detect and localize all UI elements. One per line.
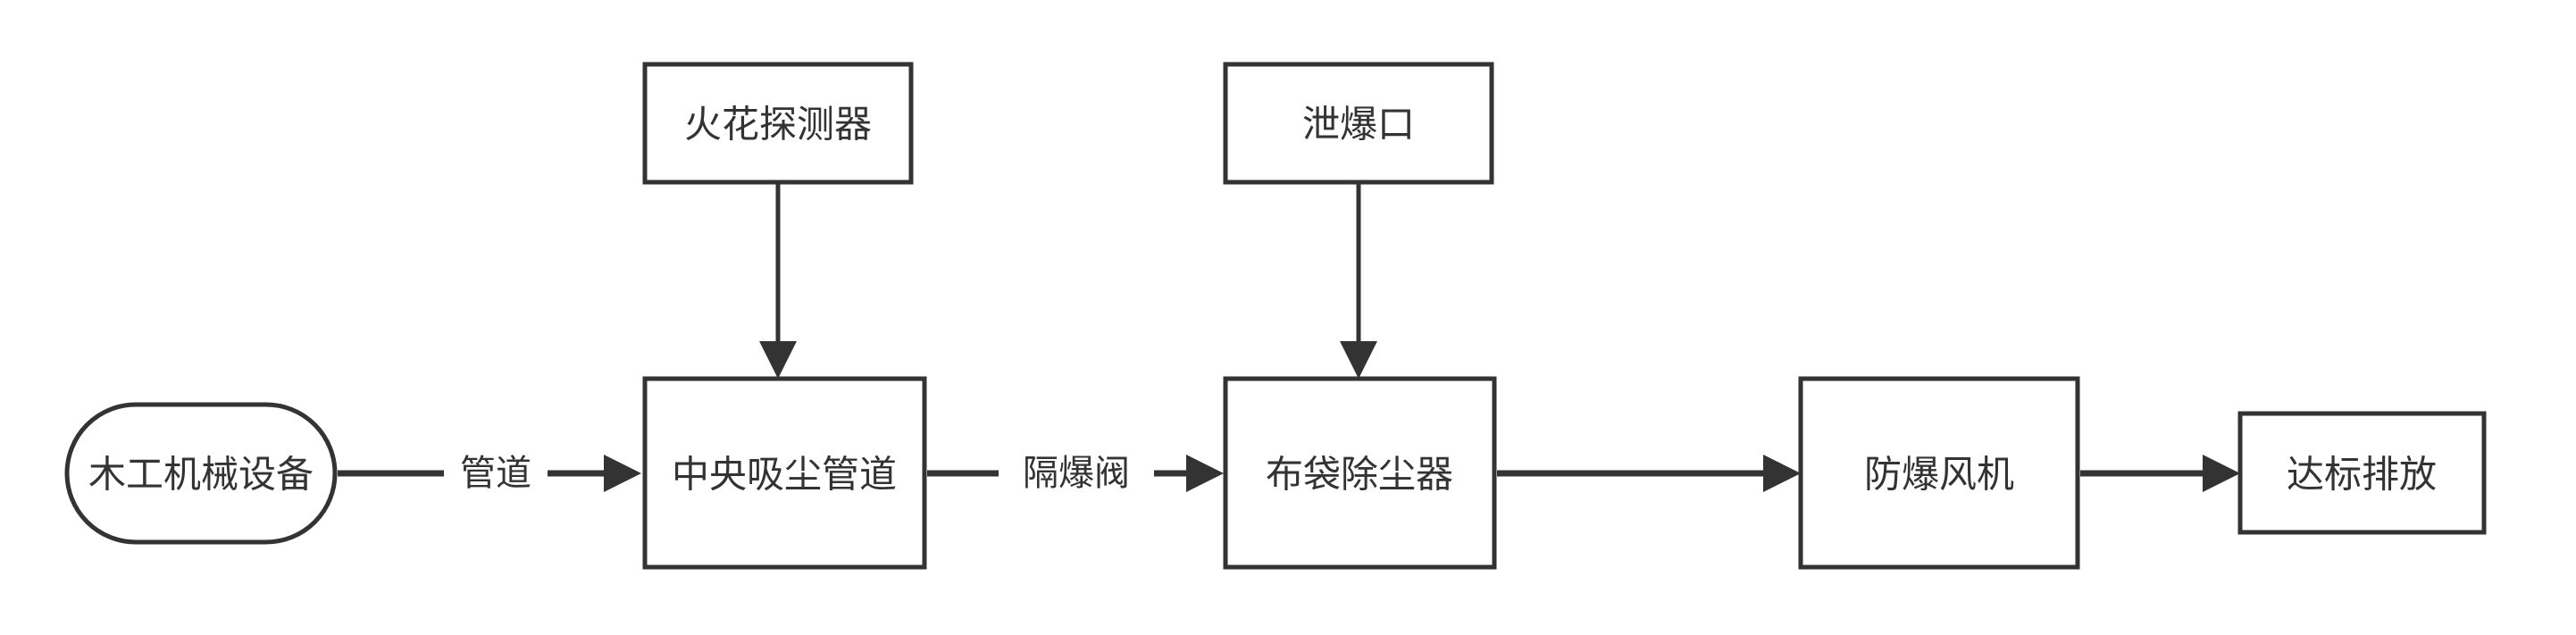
node-central-dust-duct-shape[interactable] (642, 376, 927, 570)
node-explosion-vent-shape[interactable] (1223, 62, 1494, 185)
edge-equipment-to-duct: 管道 (338, 449, 641, 497)
node-compliant-emission-shape[interactable] (2237, 411, 2487, 535)
edge-duct-to-collector-label-bg (999, 449, 1154, 497)
node-spark-detector[interactable]: 火花探测器 (642, 62, 914, 185)
node-compliant-emission[interactable]: 达标排放 (2237, 411, 2487, 535)
node-woodworking-equipment[interactable]: 木工机械设备 (64, 402, 338, 545)
edge-fan-to-emission-arrowhead (2203, 455, 2240, 492)
edge-duct-to-collector-label: 隔爆阀 (1023, 454, 1130, 493)
node-spark-detector-label: 火花探测器 (684, 104, 872, 146)
node-spark-detector-shape[interactable] (642, 62, 914, 185)
node-central-dust-duct[interactable]: 中央吸尘管道 (642, 376, 927, 570)
edge-vent-to-collector-arrowhead (1340, 341, 1377, 379)
node-bag-dust-collector-label: 布袋除尘器 (1266, 454, 1453, 496)
edge-vent-to-collector (1340, 182, 1377, 379)
edge-duct-to-collector: 隔爆阀 (927, 449, 1224, 497)
node-bag-dust-collector-shape[interactable] (1223, 376, 1497, 570)
node-explosion-proof-fan-shape[interactable] (1798, 376, 2080, 570)
node-woodworking-equipment-shape[interactable] (64, 402, 338, 545)
node-central-dust-duct-label: 中央吸尘管道 (672, 454, 897, 496)
node-explosion-vent-label: 泄爆口 (1302, 104, 1415, 146)
edge-equipment-to-duct-arrowhead (604, 455, 641, 492)
edge-duct-to-collector-arrowhead (1186, 455, 1224, 492)
edge-equipment-to-duct-label: 管道 (460, 454, 531, 493)
edge-equipment-to-duct-label-bg (444, 449, 548, 497)
edge-collector-to-fan-arrowhead (1763, 455, 1801, 492)
node-bag-dust-collector[interactable]: 布袋除尘器 (1223, 376, 1497, 570)
node-explosion-vent[interactable]: 泄爆口 (1223, 62, 1494, 185)
edge-detector-to-duct (759, 182, 797, 379)
edge-collector-to-fan (1497, 455, 1801, 492)
node-explosion-proof-fan-label: 防爆风机 (1864, 454, 2014, 496)
edge-detector-to-duct-arrowhead (759, 341, 797, 379)
node-woodworking-equipment-label: 木工机械设备 (88, 454, 314, 496)
edge-fan-to-emission (2080, 455, 2240, 492)
node-explosion-proof-fan[interactable]: 防爆风机 (1798, 376, 2080, 570)
node-compliant-emission-label: 达标排放 (2287, 454, 2437, 496)
